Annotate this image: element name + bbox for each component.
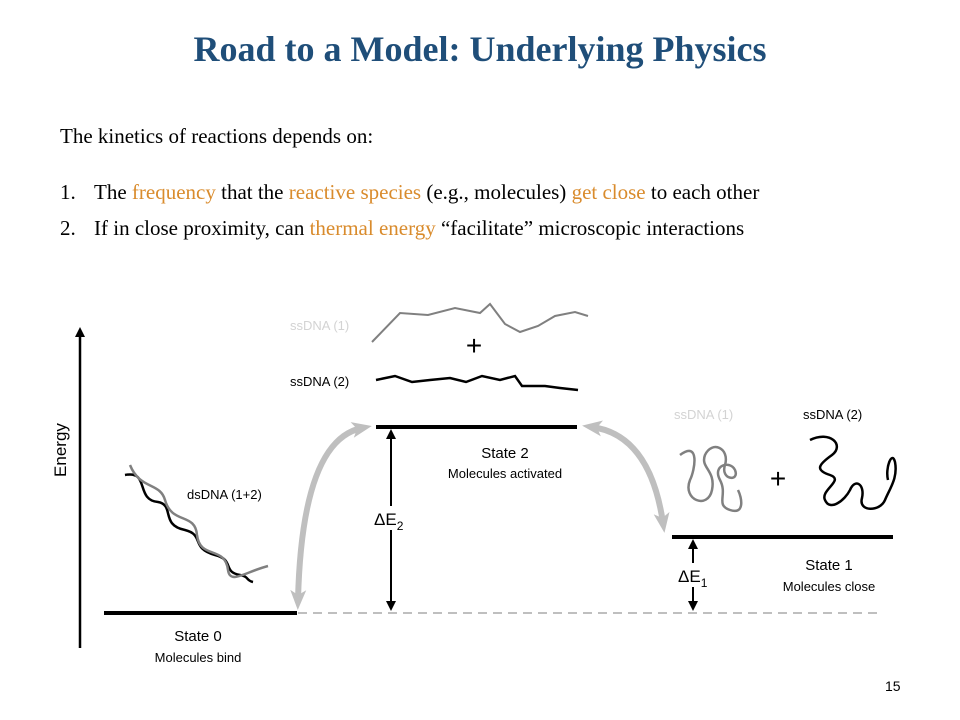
state1-plus: + <box>770 463 786 494</box>
point-text: If in close proximity, can <box>94 216 310 240</box>
point-text: that the <box>215 180 289 204</box>
highlight-text: get close <box>571 180 646 204</box>
state0-molecule-label: dsDNA (1+2) <box>187 487 262 502</box>
intro-text: The kinetics of reactions depends on: <box>60 124 374 148</box>
page-number: 15 <box>885 678 901 694</box>
highlight-text: thermal energy <box>309 216 436 240</box>
point-text: The <box>94 180 132 204</box>
point-text: to each other <box>645 180 760 204</box>
state2-strand1 <box>371 302 589 343</box>
delta-e2-bg <box>372 506 414 530</box>
state2-strand1-label: ssDNA (1) <box>290 318 349 333</box>
state1-coil-black <box>809 435 897 510</box>
point-text: (e.g., molecules) <box>421 180 572 204</box>
point-1: 1. The frequency that the reactive specie… <box>60 180 759 205</box>
slide-title: Road to a Model: Underlying Physics <box>193 29 767 69</box>
delta-e2-label: ΔE2 <box>374 510 404 533</box>
state0-desc: Molecules bind <box>155 650 242 665</box>
state2-strand2 <box>375 374 579 392</box>
state2-name: State 2 <box>481 445 529 462</box>
point-number: 1. <box>60 180 76 204</box>
transition-arrow-left <box>290 422 372 610</box>
transition-arrow-right <box>582 420 670 533</box>
state1-desc: Molecules close <box>783 579 876 594</box>
energy-axis-label: Energy <box>51 423 70 477</box>
state2-desc: Molecules activated <box>448 466 562 481</box>
delta-e1-bg <box>676 563 718 587</box>
highlight-text: frequency <box>131 180 216 204</box>
state1-coil-gray <box>679 445 743 513</box>
point-text: “facilitate” microscopic interactions <box>435 216 745 240</box>
state0-name: State 0 <box>174 628 222 645</box>
state1-name: State 1 <box>805 557 853 574</box>
state1-strand2-label: ssDNA (2) <box>803 407 862 422</box>
point-2: 2. If in close proximity, can thermal ene… <box>60 216 744 241</box>
point-number: 2. <box>60 216 76 240</box>
delta-e1-label: ΔE1 <box>678 567 708 590</box>
state1-strand1-label: ssDNA (1) <box>674 407 733 422</box>
state2-plus: + <box>466 330 482 361</box>
highlight-text: reactive species <box>288 180 422 204</box>
state2-strand2-label: ssDNA (2) <box>290 374 349 389</box>
dsdna-strand-gray <box>128 464 269 579</box>
